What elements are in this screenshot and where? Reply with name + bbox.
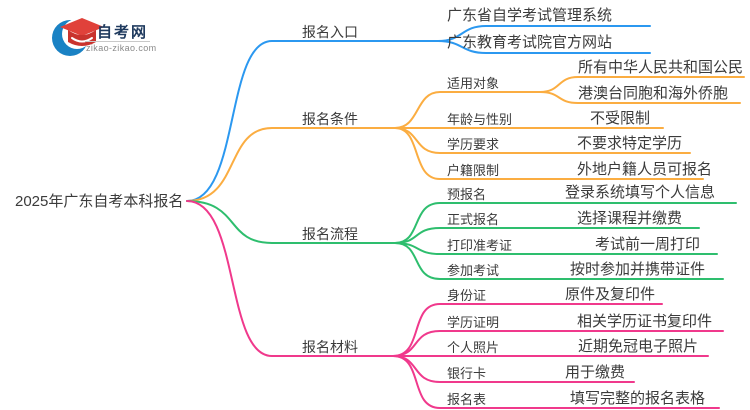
leaf-citizens: 所有中华人民共和国公民: [578, 59, 744, 76]
leaf-choose-pay: 选择课程并缴费: [577, 210, 683, 227]
branch-materials-lines: [186, 200, 724, 409]
leaf-recent-photo: 近期免冠电子照片: [578, 338, 699, 355]
node-entry-website: 广东教育考试院官方网站: [447, 34, 613, 51]
logo-title: 自考网: [97, 24, 149, 41]
leaf-no-limit: 不受限制: [590, 110, 651, 127]
node-applicable-target: 适用对象: [447, 76, 500, 91]
branch-process-lines: [186, 200, 737, 280]
leaf-for-payment: 用于缴费: [565, 364, 626, 381]
node-age-gender: 年龄与性别: [447, 112, 513, 127]
branch-entry: 报名入口: [302, 24, 358, 40]
node-pre-registration: 预报名: [447, 187, 487, 202]
logo-domain: zikao-zikao.com: [86, 43, 157, 53]
branch-process: 报名流程: [302, 226, 358, 242]
graduation-cap-logo-icon: [52, 18, 104, 56]
leaf-original-copy: 原件及复印件: [565, 286, 656, 303]
node-edu-proof: 学历证明: [447, 315, 500, 330]
node-household-limit: 户籍限制: [447, 163, 500, 178]
root-node: 2025年广东自考本科报名: [15, 193, 184, 210]
node-formal-registration: 正式报名: [447, 212, 500, 227]
leaf-attend-on-time: 按时参加并携带证件: [570, 261, 706, 278]
node-id-card: 身份证: [447, 288, 487, 303]
leaf-login-fill-info: 登录系统填写个人信息: [565, 184, 716, 201]
branch-conditions-lines: [186, 76, 745, 202]
node-education-req: 学历要求: [447, 137, 500, 152]
leaf-print-week: 考试前一周打印: [595, 236, 701, 253]
leaf-compatriots: 港澳台同胞和海外侨胞: [578, 85, 729, 102]
logo-divider: [85, 41, 150, 42]
branch-conditions: 报名条件: [302, 111, 358, 127]
node-personal-photo: 个人照片: [447, 340, 500, 355]
branch-materials: 报名材料: [302, 339, 358, 355]
node-take-exam: 参加考试: [447, 263, 500, 278]
leaf-no-edu-required: 不要求特定学历: [577, 135, 683, 152]
branch-entry-lines: [186, 25, 651, 202]
node-bank-card: 银行卡: [447, 366, 487, 381]
node-entry-system: 广东省自学考试管理系统: [447, 7, 613, 24]
leaf-complete-form: 填写完整的报名表格: [570, 390, 706, 407]
leaf-nonlocal-ok: 外地户籍人员可报名: [577, 161, 713, 178]
leaf-edu-cert-copy: 相关学历证书复印件: [577, 313, 713, 330]
node-print-ticket: 打印准考证: [447, 238, 513, 253]
node-reg-form: 报名表: [447, 392, 487, 407]
